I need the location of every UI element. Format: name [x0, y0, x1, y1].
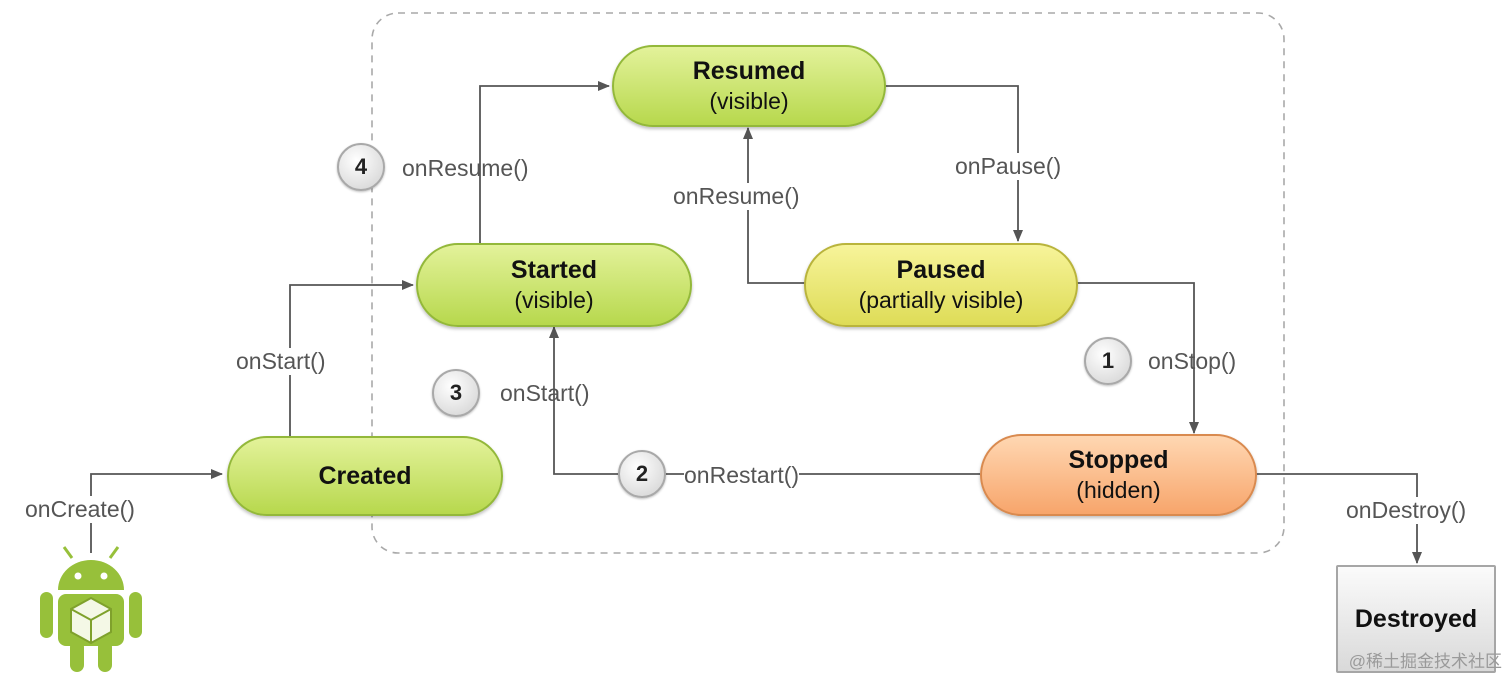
label-on-resume-2: onResume() — [673, 183, 800, 210]
state-paused-name: Paused — [896, 255, 986, 284]
state-resumed-sub: (visible) — [709, 88, 789, 115]
label-on-start-1: onStart() — [236, 348, 326, 375]
state-started-name: Started — [510, 255, 598, 284]
state-stopped: Stopped (hidden) — [980, 434, 1257, 516]
label-on-destroy: onDestroy() — [1346, 497, 1467, 524]
label-on-create: onCreate() — [25, 496, 135, 523]
step-badge-1: 1 — [1084, 337, 1132, 385]
arrow-on-resume-2 — [743, 127, 806, 284]
arrow-on-resume-1 — [479, 81, 610, 243]
state-stopped-name: Stopped — [1068, 445, 1169, 474]
step-badge-4: 4 — [337, 143, 385, 191]
arrow-on-stop — [1077, 282, 1199, 434]
state-resumed: Resumed (visible) — [612, 45, 886, 127]
state-created: Created — [227, 436, 503, 516]
state-destroyed: Destroyed — [1336, 565, 1496, 673]
label-on-pause: onPause() — [955, 153, 1062, 180]
arrow-on-restart — [549, 326, 980, 475]
arrow-on-pause — [884, 85, 1023, 242]
label-on-stop: onStop() — [1148, 348, 1237, 374]
label-on-restart: onRestart() — [684, 462, 800, 489]
visible-region-boundary — [371, 12, 1285, 554]
state-paused-sub: (partially visible) — [858, 287, 1024, 314]
step-badge-2: 2 — [618, 450, 666, 498]
state-created-name: Created — [318, 461, 412, 490]
label-on-resume-1: onResume() — [402, 155, 529, 181]
state-stopped-sub: (hidden) — [1076, 477, 1161, 504]
step-badge-3: 3 — [432, 369, 480, 417]
arrow-on-start-1 — [289, 280, 414, 436]
state-started-sub: (visible) — [514, 287, 594, 314]
arrow-on-destroy — [1256, 473, 1422, 564]
android-robot-icon — [40, 546, 142, 672]
state-paused: Paused (partially visible) — [804, 243, 1078, 327]
arrow-on-create — [90, 469, 223, 553]
state-started: Started (visible) — [416, 243, 692, 327]
label-on-start-2: onStart() — [500, 380, 590, 406]
state-resumed-name: Resumed — [692, 56, 806, 85]
watermark: @稀土掘金技术社区 — [1348, 652, 1502, 671]
